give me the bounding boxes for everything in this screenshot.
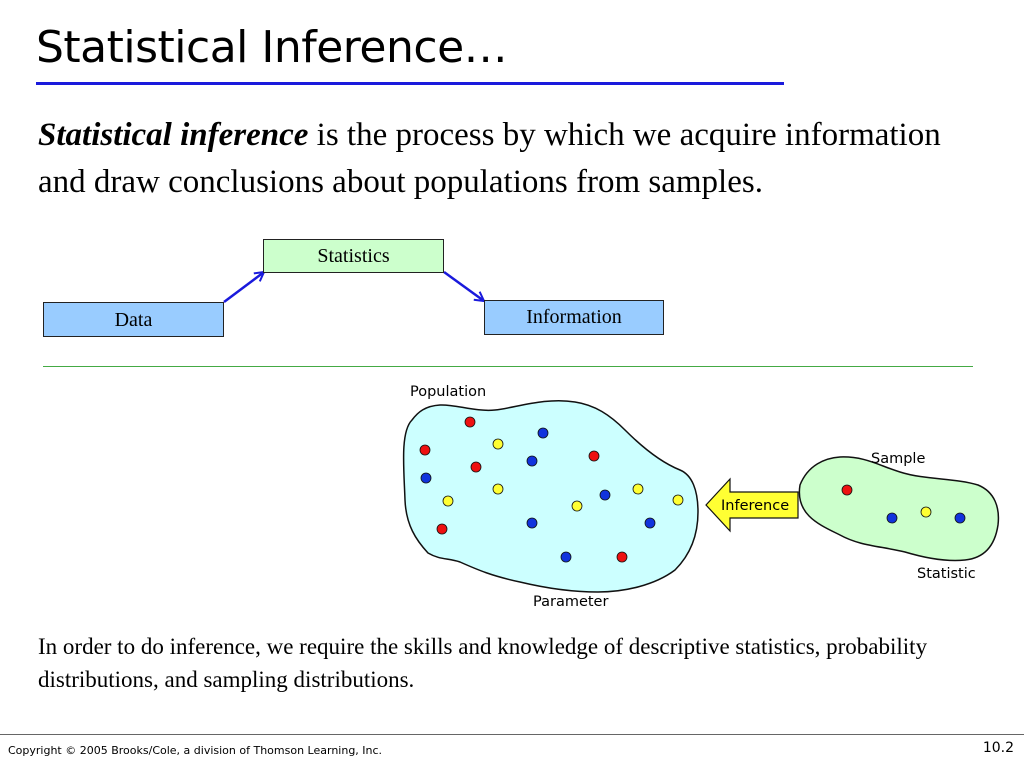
blue-dot xyxy=(599,489,611,501)
blue-dot xyxy=(537,427,549,439)
red-dot xyxy=(464,416,476,428)
statistics-box: Statistics xyxy=(263,239,444,273)
blue-dot xyxy=(560,551,572,563)
red-dot xyxy=(841,484,853,496)
yellow-dot xyxy=(492,438,504,450)
red-dot xyxy=(419,444,431,456)
red-dot xyxy=(616,551,628,563)
yellow-dot xyxy=(920,506,932,518)
blue-dot xyxy=(886,512,898,524)
footer-divider xyxy=(0,734,1024,735)
closing-text: In order to do inference, we require the… xyxy=(38,634,928,692)
page-number: 10.2 xyxy=(982,740,1014,756)
sample-blob xyxy=(798,456,1000,562)
red-dot xyxy=(470,461,482,473)
population-dots xyxy=(419,416,684,563)
inference-arrow xyxy=(705,477,799,533)
inference-label: Inference xyxy=(721,498,789,514)
blue-dot xyxy=(526,517,538,529)
data-box: Data xyxy=(43,302,224,337)
sample-dots xyxy=(841,484,966,524)
red-dot xyxy=(436,523,448,535)
definition-text: Statistical inference is the process by … xyxy=(38,112,988,206)
yellow-dot xyxy=(571,500,583,512)
copyright-text: Copyright © 2005 Brooks/Cole, a division… xyxy=(8,744,383,757)
blue-dot xyxy=(644,517,656,529)
yellow-dot xyxy=(632,483,644,495)
yellow-dot xyxy=(672,494,684,506)
blue-dot xyxy=(526,455,538,467)
definition-term: Statistical inference xyxy=(38,117,309,153)
sample-label: Sample xyxy=(871,451,925,467)
information-box: Information xyxy=(484,300,664,335)
red-dot xyxy=(588,450,600,462)
slide-title: Statistical Inference… xyxy=(36,22,508,73)
statistic-label: Statistic xyxy=(917,566,976,582)
yellow-dot xyxy=(442,495,454,507)
parameter-label: Parameter xyxy=(533,594,608,610)
population-blob xyxy=(402,399,699,593)
section-divider xyxy=(43,366,973,367)
yellow-dot xyxy=(492,483,504,495)
definition-body: is the process by which we acquire infor… xyxy=(38,117,941,200)
population-label: Population xyxy=(410,384,486,400)
blue-dot xyxy=(954,512,966,524)
title-underline xyxy=(36,82,784,85)
blue-dot xyxy=(420,472,432,484)
